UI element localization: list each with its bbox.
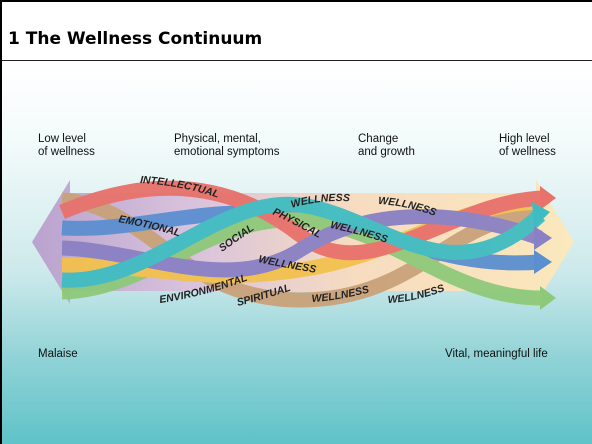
change-line2: and growth <box>358 146 415 158</box>
ribbon-arrowheads <box>532 186 556 310</box>
symptoms-line2: emotional symptoms <box>174 146 280 158</box>
ribbon-green-arrowhead <box>540 286 556 310</box>
ribbon-red-arrowhead <box>540 186 556 210</box>
low-level-line2: of wellness <box>38 146 95 158</box>
change-line1: Change <box>358 133 399 145</box>
ribbon-teal-arrowhead <box>532 202 550 228</box>
high-level-line1: High level <box>499 133 550 145</box>
ribbon-blue-arrowhead <box>534 250 552 274</box>
page-title: 1 The Wellness Continuum <box>8 29 263 49</box>
ribbon-teal <box>61 196 546 288</box>
high-level-line2: of wellness <box>499 146 556 158</box>
high-level-label: High level of wellness <box>499 133 556 159</box>
frame-top-border <box>0 0 592 2</box>
low-level-line1: Low level <box>38 133 86 145</box>
vital-life-label: Vital, meaningful life <box>445 348 548 360</box>
symptoms-label: Physical, mental, emotional symptoms <box>174 133 279 159</box>
frame-left-border <box>0 0 2 444</box>
change-label: Change and growth <box>358 133 415 159</box>
title-bar: 1 The Wellness Continuum <box>2 2 592 61</box>
low-level-label: Low level of wellness <box>38 133 95 159</box>
malaise-label: Malaise <box>38 348 78 360</box>
symptoms-line1: Physical, mental, <box>174 133 261 145</box>
ribbon-purple-arrowhead <box>534 226 552 250</box>
